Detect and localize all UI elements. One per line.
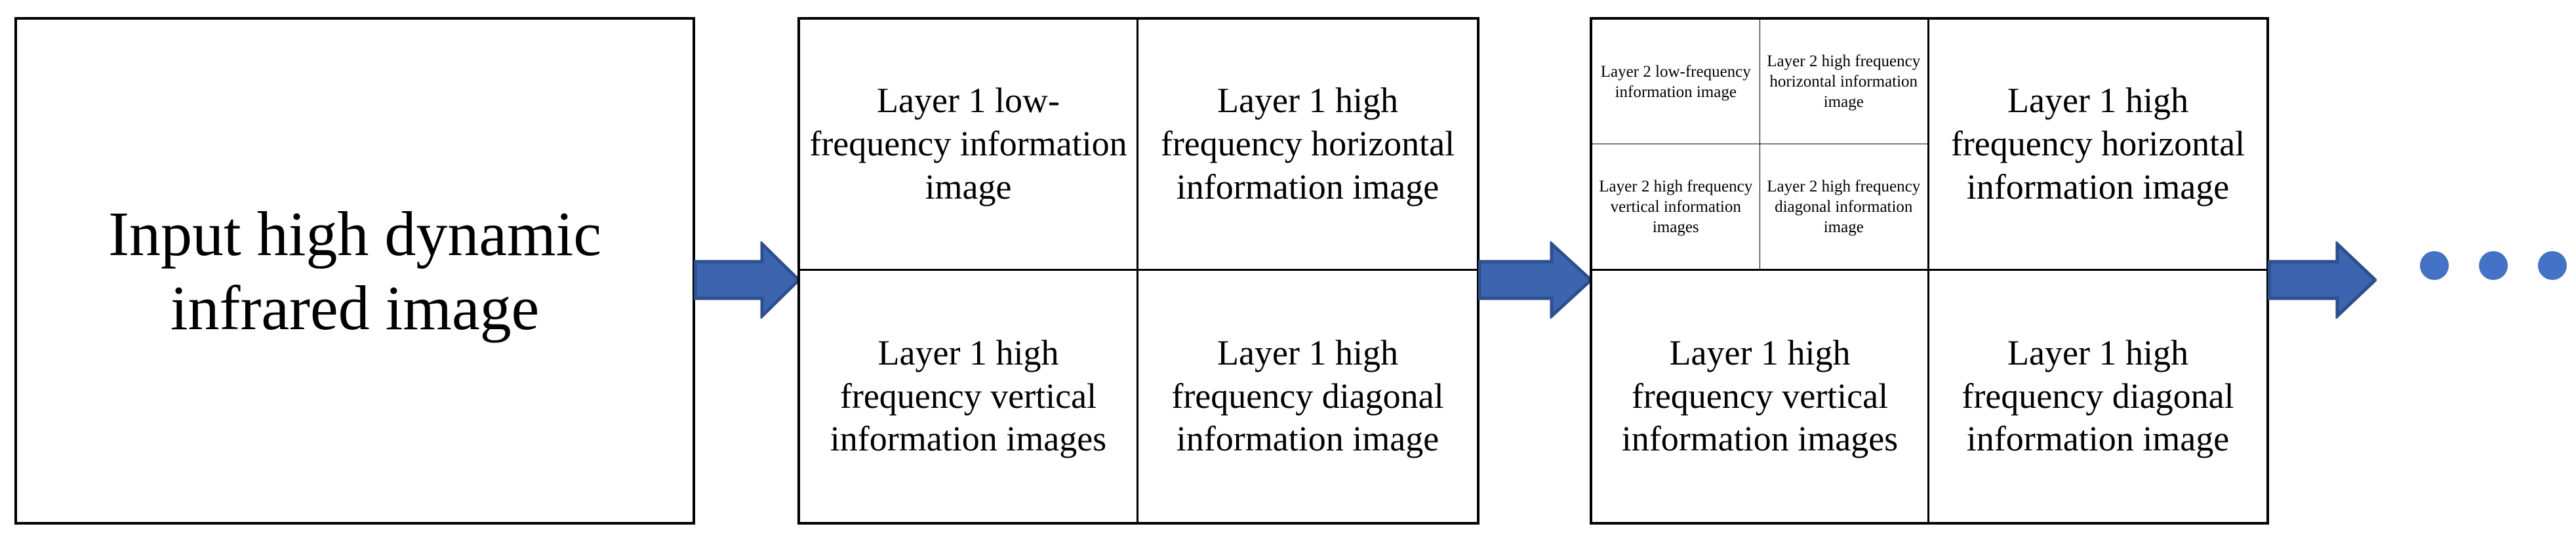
stage3-quadrant-top-right: Layer 1 high frequency horizontal inform… bbox=[1929, 20, 2266, 271]
arrow-2-icon bbox=[1478, 241, 1592, 319]
stage3-quadrant-bottom-right: Layer 1 high frequency diagonal informat… bbox=[1962, 332, 2234, 459]
stage3-nested-cell-top-left: Layer 2 low-frequency information image bbox=[1592, 20, 1760, 144]
ellipsis-dot-2-icon bbox=[2479, 251, 2508, 280]
stage2-quadrant-bottom-left: Layer 1 high frequency vertical informat… bbox=[800, 271, 1138, 522]
stage2-quadrant-bottom-right: Layer 1 high frequency diagonal informat… bbox=[1171, 332, 1444, 459]
ellipsis-dot-1-icon bbox=[2420, 251, 2449, 280]
stage1-input-label: Input high dynamic infrared image bbox=[108, 198, 601, 343]
stage2-quadrant-grid: Layer 1 low-frequency information image … bbox=[800, 20, 1477, 522]
stage3-quadrant-bottom-left: Layer 1 high frequency vertical informat… bbox=[1592, 271, 1929, 522]
arrow-1-icon bbox=[694, 241, 800, 319]
stage3-quadrant-top-left-nested: Layer 2 low-frequency information image … bbox=[1592, 20, 1929, 271]
continuation-ellipsis bbox=[2420, 251, 2567, 280]
stage1-input-block: Input high dynamic infrared image bbox=[14, 17, 695, 525]
stage3-quadrant-grid: Layer 2 low-frequency information image … bbox=[1592, 20, 2266, 522]
stage2-quadrant-top-right: Layer 1 high frequency horizontal inform… bbox=[1138, 20, 1477, 271]
stage3-nested-grid: Layer 2 low-frequency information image … bbox=[1592, 20, 1927, 269]
stage3-nested-cell-bottom-left: Layer 2 high frequency vertical informat… bbox=[1592, 144, 1760, 269]
stage2-quadrant-top-left: Layer 1 low-frequency information image bbox=[800, 20, 1138, 271]
arrow-3-icon bbox=[2268, 241, 2377, 319]
ellipsis-dot-3-icon bbox=[2538, 251, 2567, 280]
stage3-nested-cell-bottom-right: Layer 2 high frequency diagonal informat… bbox=[1767, 177, 1921, 236]
stage3-nested-cell-top-right: Layer 2 high frequency horizontal inform… bbox=[1760, 20, 1927, 144]
stage2-layer1-block: Layer 1 low-frequency information image … bbox=[797, 17, 1479, 525]
stage3-layer2-block: Layer 2 low-frequency information image … bbox=[1590, 17, 2269, 525]
